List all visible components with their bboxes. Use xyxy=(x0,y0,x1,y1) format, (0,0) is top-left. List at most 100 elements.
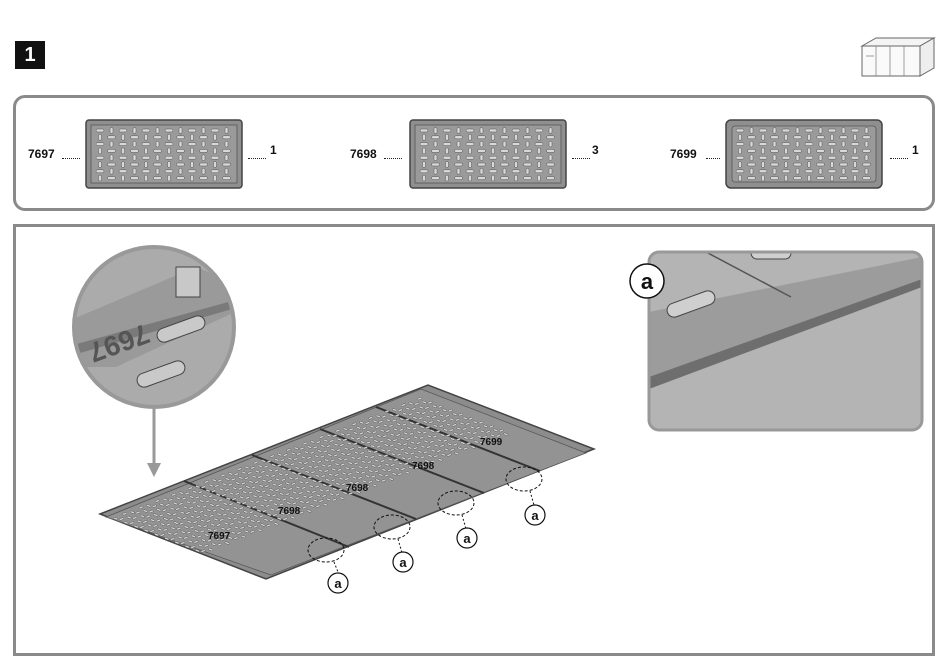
panel-slot xyxy=(99,175,102,181)
panel-slot xyxy=(156,168,159,174)
panel-slot xyxy=(455,136,463,139)
panel-slot xyxy=(535,156,543,159)
panel-slot xyxy=(762,175,765,181)
panel-slot xyxy=(214,162,217,168)
panel-slot xyxy=(131,177,139,180)
panel-slot xyxy=(863,149,871,152)
panel-slot xyxy=(225,168,228,174)
panel-slot xyxy=(782,170,790,173)
leader-dots xyxy=(890,158,908,159)
panel-slot xyxy=(840,136,848,139)
assembly-illustration-panel: 7697 a xyxy=(13,224,935,656)
panel-slot xyxy=(503,128,506,134)
panel-slot xyxy=(782,156,790,159)
panel-slot xyxy=(202,128,205,134)
panel-slot xyxy=(200,163,208,166)
panel-slot xyxy=(223,177,231,180)
panel-slot xyxy=(535,170,543,173)
panel-slot xyxy=(188,129,196,132)
part-quantity: 1 xyxy=(270,143,277,157)
panel-slot xyxy=(225,155,228,161)
panel-slot xyxy=(526,141,529,147)
panel-slot xyxy=(489,170,497,173)
panel-slot xyxy=(759,170,767,173)
panel-label-7697: 7697 xyxy=(208,531,231,542)
panel-slot xyxy=(423,175,426,181)
panel-slot xyxy=(759,143,767,146)
panel-slot xyxy=(785,134,788,140)
panel-slot xyxy=(771,149,779,152)
panel-slot xyxy=(762,162,765,168)
panel-slot xyxy=(501,163,509,166)
panel-slot xyxy=(750,128,753,134)
panel-slot xyxy=(547,163,555,166)
panel-slot xyxy=(785,148,788,154)
panel-slot xyxy=(512,156,520,159)
panel-slot xyxy=(854,175,857,181)
panel-slot xyxy=(131,149,139,152)
panel-slot xyxy=(177,149,185,152)
panel-slot xyxy=(110,155,113,161)
panel-slot xyxy=(828,156,836,159)
panel-slot xyxy=(489,129,497,132)
panel-slot xyxy=(512,170,520,173)
panel-slot xyxy=(119,143,127,146)
panel-slot xyxy=(501,177,509,180)
panel-slot xyxy=(119,170,127,173)
panel-slot xyxy=(863,163,871,166)
panel-slot xyxy=(455,163,463,166)
panel-slot xyxy=(225,141,228,147)
panel-slot xyxy=(547,177,555,180)
panel-slot xyxy=(478,177,486,180)
panel-slot xyxy=(773,168,776,174)
callout-a-label: a xyxy=(399,555,407,570)
panel-slot xyxy=(145,175,148,181)
floor-panel-7699-image xyxy=(724,118,884,190)
callout-a-label: a xyxy=(531,508,539,523)
panel-slot xyxy=(420,129,428,132)
panel-slot xyxy=(865,168,868,174)
panel-slot xyxy=(177,136,185,139)
parts-list-panel: 7697 1 7698 3 7699 1 xyxy=(13,95,935,211)
panel-slot xyxy=(748,136,756,139)
panel-slot xyxy=(423,148,426,154)
leader-dots xyxy=(62,158,80,159)
panel-slot xyxy=(851,129,859,132)
panel-slot xyxy=(434,168,437,174)
panel-slot xyxy=(501,136,509,139)
panel-slot xyxy=(223,149,231,152)
panel-slot xyxy=(122,148,125,154)
panel-slot xyxy=(851,170,859,173)
part-code: 7699 xyxy=(670,147,697,161)
panel-slot xyxy=(142,156,150,159)
panel-slot xyxy=(851,143,859,146)
floor-panel-7698-image xyxy=(408,118,568,190)
panel-slot xyxy=(443,129,451,132)
panel-slot xyxy=(748,177,756,180)
panel-slot xyxy=(817,177,825,180)
panel-slot xyxy=(443,143,451,146)
panel-slot xyxy=(108,136,116,139)
panel-slot xyxy=(854,148,857,154)
panel-slot xyxy=(785,175,788,181)
panel-slot xyxy=(122,162,125,168)
panel-slot xyxy=(526,168,529,174)
floor-assembly: 7697 7698 7698 7698 7699 xyxy=(100,385,594,579)
panel-slot xyxy=(808,148,811,154)
panel-slot xyxy=(831,148,834,154)
panel-slot xyxy=(515,162,518,168)
panel-slot xyxy=(108,149,116,152)
panel-slot xyxy=(466,129,474,132)
panel-slot xyxy=(750,168,753,174)
zoom-detail-circle: 7697 xyxy=(66,242,246,477)
panel-slot xyxy=(156,141,159,147)
leader-dots xyxy=(572,158,590,159)
panel-slot xyxy=(434,141,437,147)
panel-slot xyxy=(492,175,495,181)
panel-slot xyxy=(526,128,529,134)
panel-slot xyxy=(535,143,543,146)
panel-slot xyxy=(457,155,460,161)
panel-slot xyxy=(549,155,552,161)
panel-slot xyxy=(446,134,449,140)
panel-slot xyxy=(524,136,532,139)
